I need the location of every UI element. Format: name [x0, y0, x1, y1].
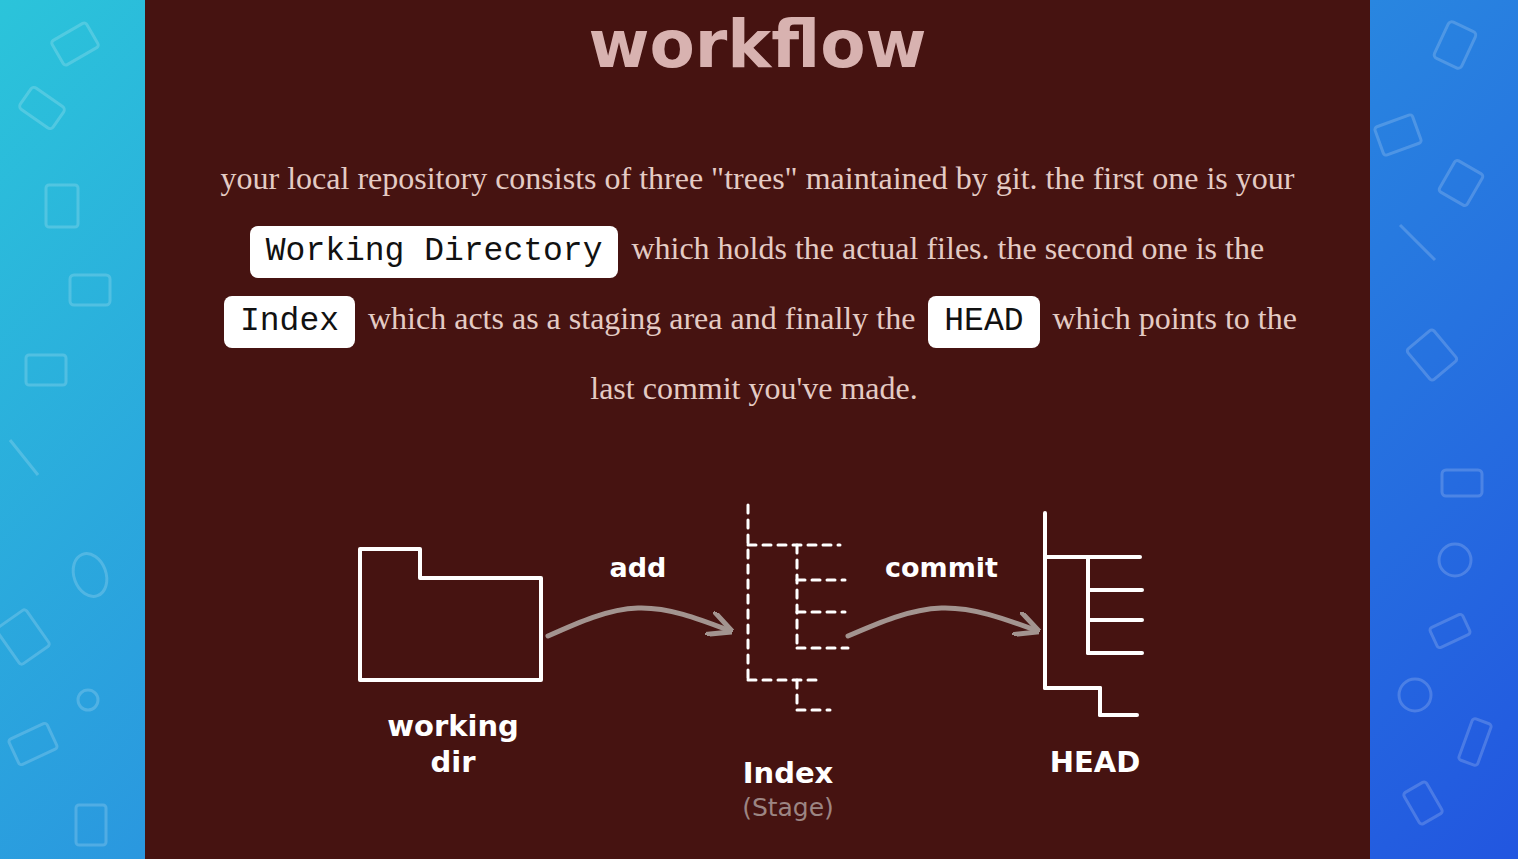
head-tree — [1045, 513, 1142, 715]
intro-paragraph: your local repository consists of three … — [195, 143, 1320, 423]
edge-label: commit — [885, 552, 998, 584]
body-text: your local repository consists of three … — [221, 160, 1295, 196]
code-term: HEAD — [928, 296, 1039, 348]
stage-node: Index(Stage) — [728, 498, 848, 825]
code-term: Index — [224, 296, 355, 348]
body-text: which acts as a staging area and finally… — [368, 300, 915, 336]
node-label: working dir — [373, 708, 533, 780]
index-tree — [748, 505, 848, 710]
flow-arrow — [848, 608, 1035, 636]
node-subtitle: (Stage) — [742, 791, 834, 825]
stage-node: HEAD — [1035, 498, 1155, 780]
code-term: Working Directory — [250, 226, 619, 278]
flow-arrow — [548, 608, 728, 636]
content-panel — [145, 0, 1370, 859]
edge-label: add — [610, 552, 667, 584]
node-label: Index — [743, 755, 834, 791]
body-text: which holds the actual files. the second… — [631, 230, 1264, 266]
folder-icon — [360, 549, 541, 680]
stage-node: working dir — [358, 498, 548, 780]
node-label: HEAD — [1050, 744, 1141, 780]
page-title: workflow — [145, 0, 1370, 90]
